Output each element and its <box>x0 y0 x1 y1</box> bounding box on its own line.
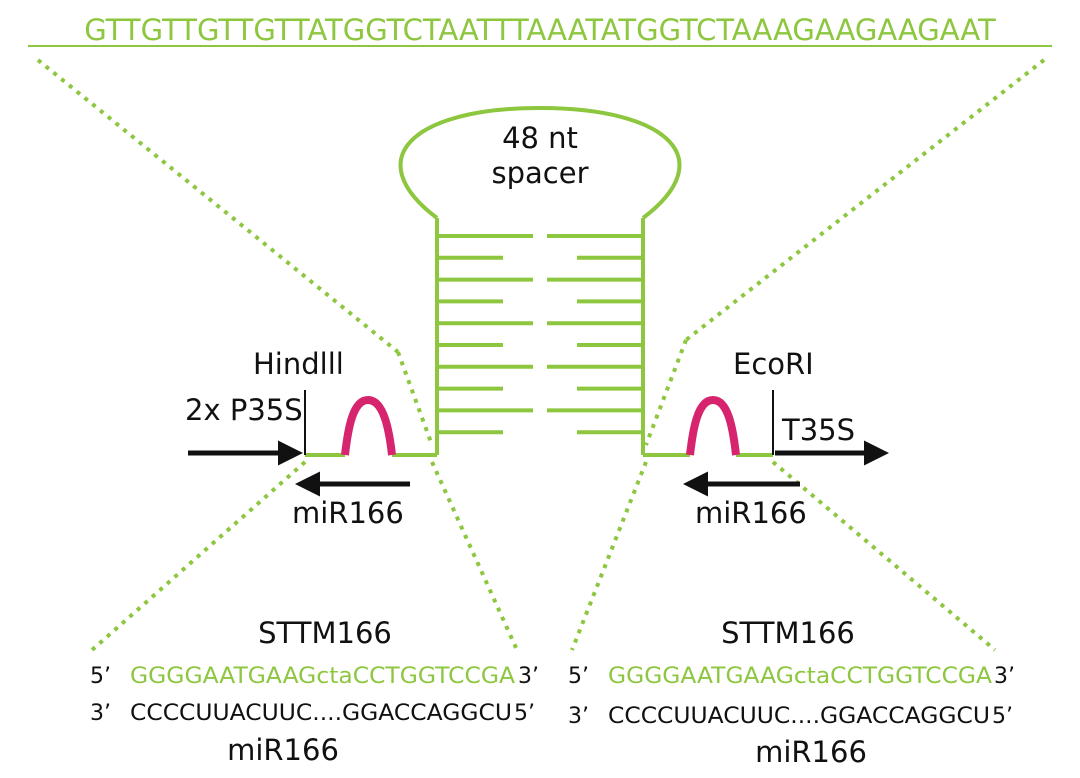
panel-left-bottom-5prime: 5’ <box>514 701 535 726</box>
stem-base-pairs <box>437 234 643 435</box>
mirna-right-label: miR166 <box>695 496 807 530</box>
panel-right-bottom-3prime: 3’ <box>568 704 589 729</box>
loop-label-line1: 48 nt <box>502 121 578 155</box>
panel-right-top-5prime: 5’ <box>568 664 589 689</box>
zoom-line-bottom-left-inner <box>430 461 519 651</box>
panel-left-top-seq: GGGGAATGAAGctaCCTGGTCCGA <box>130 664 515 689</box>
panel-left-title: STTM166 <box>258 616 392 650</box>
site-right-label: EcoRI <box>733 347 814 381</box>
zoom-line-top-left <box>36 58 400 354</box>
panel-left-top-5prime: 5’ <box>90 664 111 689</box>
panel-left-bottom-3prime: 3’ <box>90 701 111 726</box>
site-left-label: Hindlll <box>253 347 344 381</box>
bulge-left <box>341 395 396 456</box>
panel-left: STTM166 5’ GGGGAATGAAGctaCCTGGTCCGA 3’ 3… <box>90 616 539 767</box>
bulge-right <box>686 395 740 456</box>
panel-right: STTM166 5’ GGGGAATGAAGctaCCTGGTCCGA 3’ 3… <box>568 616 1015 769</box>
zoom-line-top-right <box>684 58 1046 342</box>
zoom-line-top-left-2 <box>396 351 434 446</box>
panel-right-top-seq: GGGGAATGAAGctaCCTGGTCCGA <box>608 664 992 689</box>
panel-left-bottom-seq: CCCCUUACUUC....GGACCAGGCU <box>130 701 512 726</box>
zoom-line-bottom-right-inner <box>570 461 648 651</box>
panel-right-bottom-5prime: 5’ <box>992 704 1013 729</box>
terminator-label: T35S <box>781 413 855 447</box>
panel-right-title: STTM166 <box>721 616 855 650</box>
spacer-sequence: GTTGTTGTTGTTATGGTCTAATTTAAATATGGTCTAAAGA… <box>84 13 996 47</box>
zoom-line-bottom-right-outer <box>771 460 997 652</box>
zoom-line-bottom-left-outer <box>90 460 307 652</box>
loop-label-line2: spacer <box>492 156 589 190</box>
panel-left-caption: miR166 <box>227 733 339 767</box>
panel-left-top-3prime: 3’ <box>518 664 539 689</box>
panel-right-bottom-seq: CCCCUUACUUC....GGACCAGGCU <box>608 704 990 729</box>
panel-right-top-3prime: 3’ <box>994 664 1015 689</box>
promoter-label: 2x P35S <box>185 393 303 427</box>
zoom-line-top-right-2 <box>644 339 688 446</box>
mirna-left-label: miR166 <box>292 496 404 530</box>
panel-right-caption: miR166 <box>755 735 867 769</box>
hairpin-loop <box>398 105 682 220</box>
